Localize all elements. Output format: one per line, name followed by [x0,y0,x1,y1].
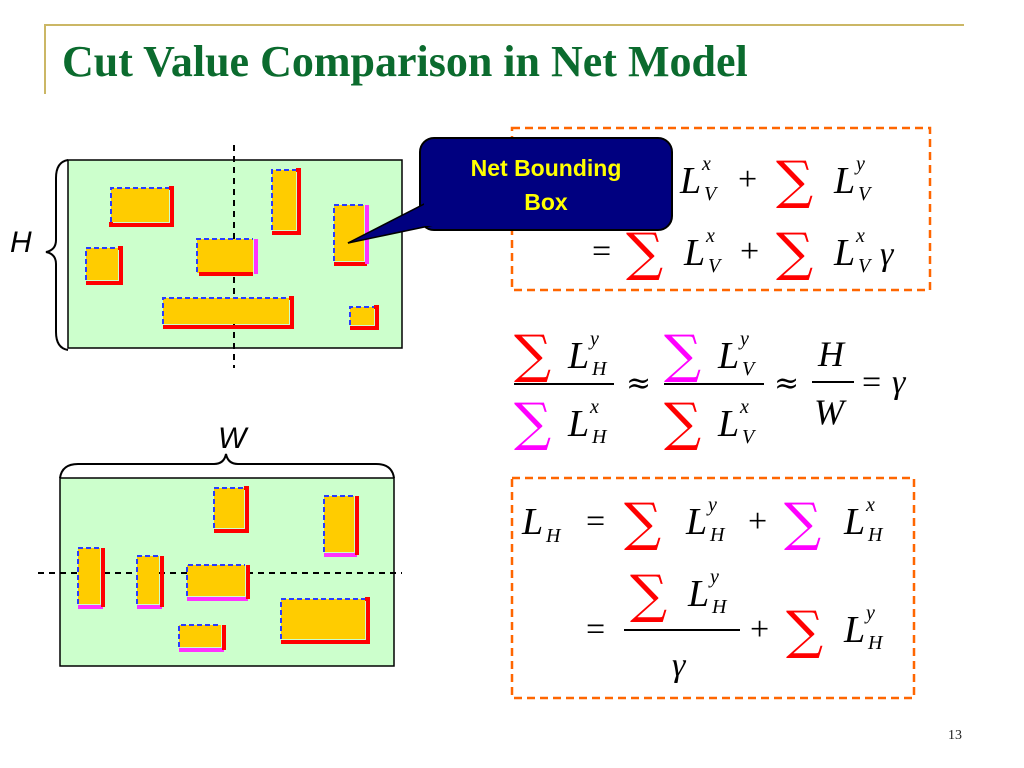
plus-sign: + [750,611,769,648]
height-brace [45,159,69,351]
equation-horizontal-cut: L H = ∑ L y H + ∑ L x H = ∑ L y H γ + ∑ … [521,493,884,684]
plus-sign: + [738,161,757,198]
gamma-symbol: γ [892,364,907,401]
term-sub: H [709,524,726,546]
cell [333,204,369,266]
slide-title: Cut Value Comparison in Net Model [62,37,748,86]
term-L: L [843,501,865,543]
cell [162,296,294,329]
term-sup: x [705,225,715,247]
frame-top-rule [44,24,964,26]
equals-sign: = [586,503,605,540]
sum-symbol: ∑ [776,151,813,211]
top-panel: H [10,145,403,368]
height-symbol: H [817,334,846,374]
term-sub: V [858,255,873,277]
cell [109,186,174,227]
cell [85,246,123,285]
term-sub: H [545,525,562,547]
term-sup: y [854,153,865,175]
term-sub: V [742,358,757,380]
ratio-equation: ∑ L y H ∑ L x H ≈ ∑ L y V ∑ L x V ≈ H W … [514,325,907,453]
width-label: W [218,422,249,455]
callout-text-line1: Net Bounding [471,155,622,181]
equals-sign: = [862,364,881,401]
approx-sign: ≈ [626,366,651,401]
cell [271,168,301,235]
term-L: L [521,501,543,543]
sum-symbol: ∑ [664,393,701,453]
term-sup: y [738,328,749,350]
term-sub: H [591,358,608,380]
gamma-symbol: γ [672,647,687,684]
width-symbol: W [814,392,847,432]
term-L: L [717,335,739,377]
cell [178,624,226,652]
term-sub: V [704,183,719,205]
cell [213,486,249,533]
callout-text-line2: Box [524,189,568,215]
sum-symbol: ∑ [786,601,823,661]
term-sub: H [867,632,884,654]
term-sup: x [739,396,749,418]
bottom-panel: W [38,422,402,667]
cell [349,305,379,330]
term-sub: H [867,524,884,546]
equals-sign: = [586,611,605,648]
equals-sign: = [592,233,611,270]
term-L: L [567,403,589,445]
term-L: L [687,573,709,615]
cell [136,555,164,609]
term-sup: x [589,396,599,418]
equation-box-horizontal [510,476,916,700]
term-L: L [685,501,707,543]
term-sup: y [706,494,717,516]
cell [196,238,258,276]
gamma-symbol: γ [880,236,895,273]
term-sub: V [708,255,723,277]
sum-symbol: ∑ [514,325,551,385]
height-label: H [10,226,32,259]
term-sup: y [864,602,875,624]
term-L: L [833,232,855,274]
sum-symbol: ∑ [784,493,821,553]
sum-symbol: ∑ [514,393,551,453]
equation-vertical-cut: L x V + ∑ L y V = ∑ L x V + ∑ L x V γ [592,151,895,283]
term-sub: V [742,426,757,448]
term-L: L [843,609,865,651]
cell [280,597,370,644]
term-sup: x [701,153,711,175]
term-L: L [683,232,705,274]
term-sub: V [858,183,873,205]
sum-symbol: ∑ [776,223,813,283]
cell [77,547,105,609]
sum-symbol: ∑ [664,325,701,385]
cell [323,495,359,557]
sum-symbol: ∑ [624,493,661,553]
term-sub: H [591,426,608,448]
term-sup: y [588,328,599,350]
term-L: L [679,160,701,202]
net-bounding-box-callout: Net Bounding Box [347,137,673,244]
page-number: 13 [948,728,962,743]
term-sup: y [708,566,719,588]
cell [186,564,250,601]
plus-sign: + [748,503,767,540]
width-brace [59,453,395,479]
term-sup: x [855,225,865,247]
plus-sign: + [740,233,759,270]
approx-sign: ≈ [774,366,799,401]
term-L: L [567,335,589,377]
term-L: L [717,403,739,445]
term-sub: H [711,596,728,618]
term-L: L [833,160,855,202]
term-sup: x [865,494,875,516]
sum-symbol: ∑ [626,223,663,283]
sum-symbol: ∑ [630,565,667,625]
frame-left-rule [44,24,46,94]
